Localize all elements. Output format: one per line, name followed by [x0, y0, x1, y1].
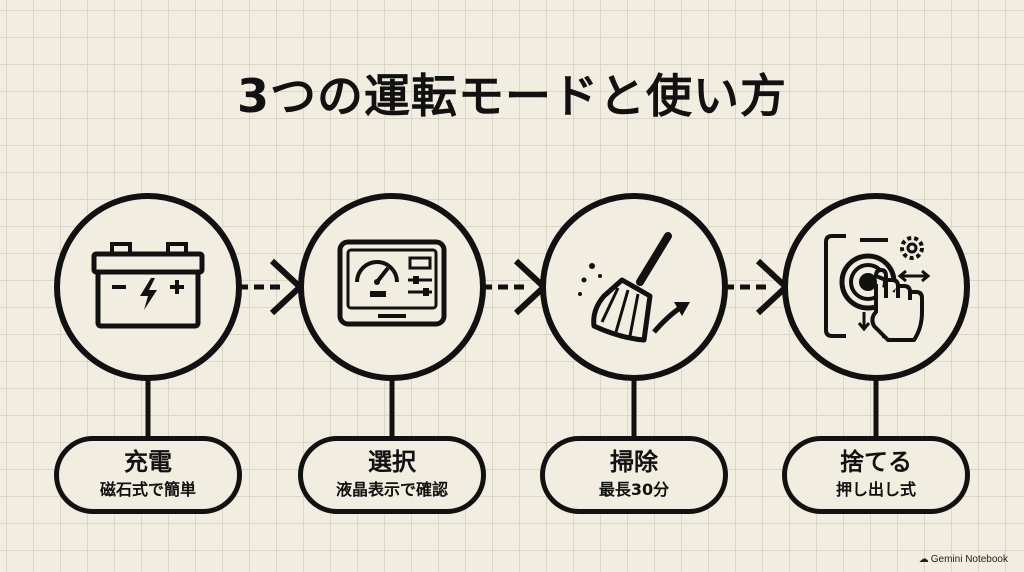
battery-icon: [91, 242, 205, 329]
step-label-4: 捨てる 押し出し式: [782, 436, 970, 514]
step-label-2: 選択 液晶表示で確認: [298, 436, 486, 514]
watermark-text: Gemini Notebook: [930, 554, 1008, 565]
spark-icon: ☁: [918, 554, 929, 565]
step-label-3: 掃除 最長30分: [540, 436, 728, 514]
push-button-icon: [824, 234, 931, 342]
watermark: ☁Gemini Notebook: [919, 554, 1008, 566]
step-subtitle: 磁石式で簡単: [99, 480, 196, 499]
step-circle-2: [298, 193, 486, 381]
step-title: 捨てる: [840, 448, 912, 476]
step-subtitle: 液晶表示で確認: [335, 480, 448, 499]
step-title: 充電: [124, 448, 172, 476]
step-label-1: 充電 磁石式で簡単: [54, 436, 242, 514]
step-subtitle: 最長30分: [598, 480, 670, 499]
broom-icon: [578, 232, 690, 343]
step-title: 掃除: [610, 448, 658, 476]
step-title: 選択: [368, 448, 416, 476]
step-subtitle: 押し出し式: [835, 480, 916, 499]
page-title: 3つの運転モードと使い方: [236, 69, 787, 123]
control-panel-icon: [337, 239, 447, 327]
